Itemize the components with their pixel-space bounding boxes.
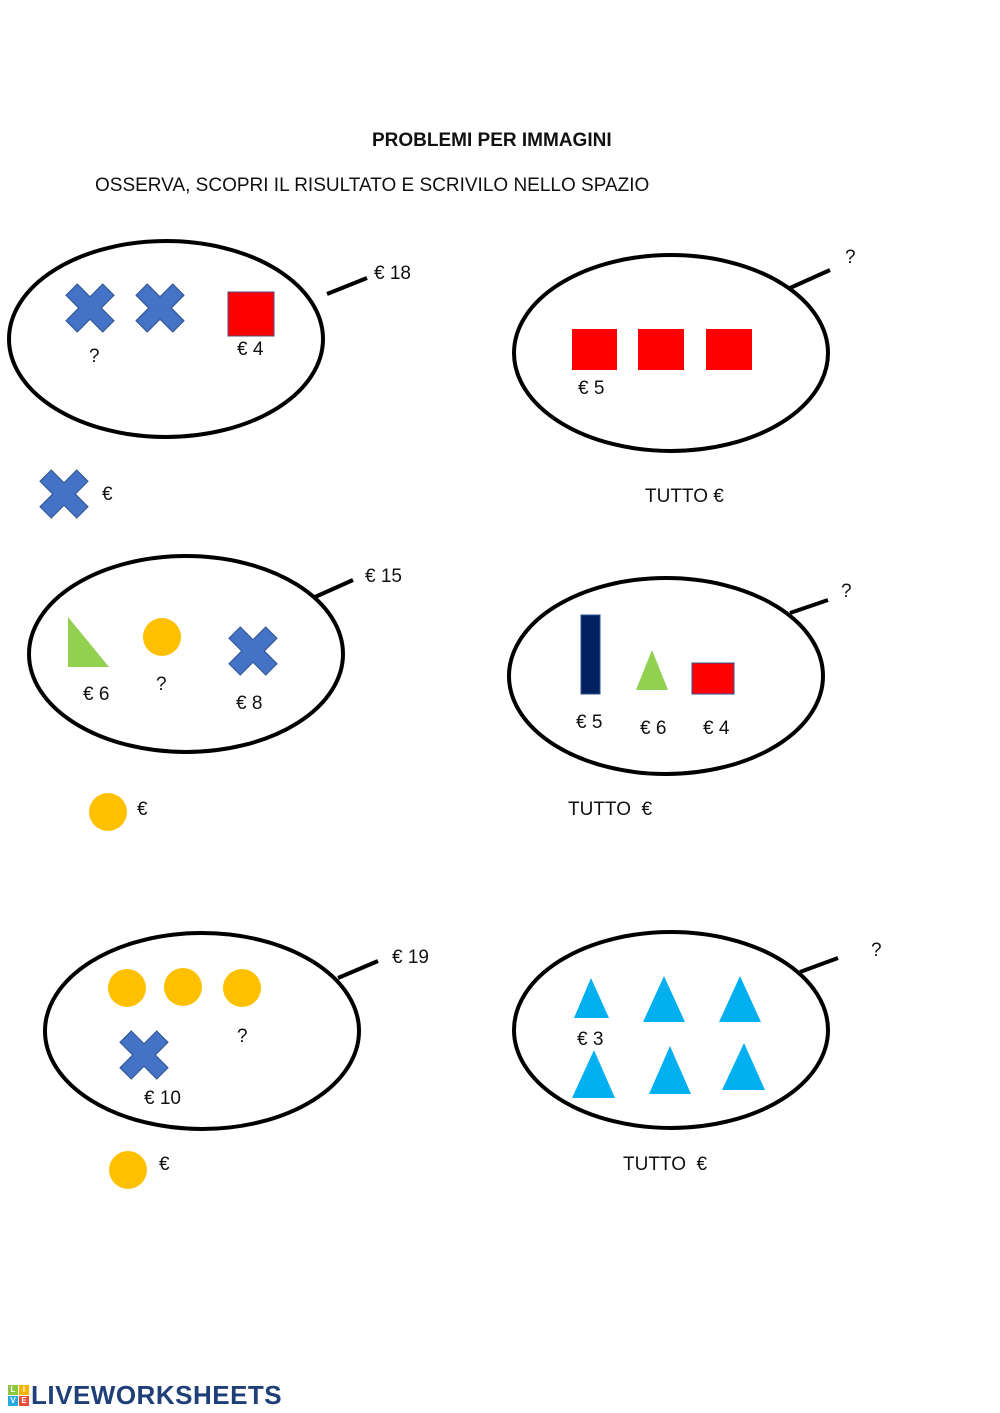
blue-triangle-icon [643,976,685,1022]
price-label: ? [237,1026,248,1047]
answer-input-1[interactable] [120,483,184,509]
price-label: € 3 [577,1029,604,1050]
blue-triangle-icon [722,1043,765,1090]
bubble-2 [512,253,830,453]
logo-text: LIVEWORKSHEETS [31,1380,283,1410]
total-label: ? [841,581,852,602]
instruction-text: OSSERVA, SCOPRI IL RISULTATO E SCRIVILO … [95,175,650,196]
cross-icon [26,456,102,532]
navy-bar-icon [580,614,601,695]
answer-input-4[interactable] [662,798,726,824]
price-label: € 8 [236,693,263,714]
bubble-6 [512,930,830,1130]
cross-icon [52,270,128,346]
cross-icon [106,1017,182,1093]
price-label: € 6 [640,718,667,739]
yellow-circle-icon [164,968,202,1006]
bubble-5 [43,931,361,1131]
price-label: € 6 [83,684,110,705]
green-triangle-icon [636,650,668,690]
price-label: ? [156,674,167,695]
total-label: € 19 [392,947,429,968]
yellow-circle-icon [143,618,181,656]
yellow-circle-icon [223,969,261,1007]
bubble-4 [507,576,825,776]
answer-input-3[interactable] [155,798,219,824]
red-rectangle-icon [691,662,735,695]
liveworksheets-logo: L I V E LIVEWORKSHEETS [8,1380,282,1411]
total-label: ? [871,940,882,961]
bubble-3 [27,554,345,754]
answer-label: € [159,1154,170,1175]
yellow-circle-icon [108,969,146,1007]
answer-label: TUTTO € [623,1154,708,1175]
cross-icon [122,270,198,346]
answer-input-6[interactable] [717,1153,781,1179]
blue-triangle-icon [649,1046,691,1094]
total-label: € 15 [365,566,402,587]
cross-icon [215,613,291,689]
price-label: € 5 [578,378,605,399]
answer-input-2[interactable] [735,485,799,511]
price-label: ? [89,346,100,367]
red-square-icon [572,329,617,370]
page-title: PROBLEMI PER IMMAGINI [372,130,612,151]
blue-triangle-icon [574,978,609,1018]
logo-blocks-icon: L I V E [8,1385,29,1406]
answer-label: € [102,484,113,505]
bubble-1 [7,239,325,439]
price-label: € 10 [144,1088,181,1109]
total-label: € 18 [374,263,411,284]
price-label: € 4 [237,339,264,360]
red-square-icon [227,291,275,337]
red-square-icon [706,329,752,370]
yellow-circle-icon [109,1151,147,1189]
green-triangle-icon [68,617,109,667]
price-label: € 5 [576,712,603,733]
blue-triangle-icon [719,976,761,1022]
yellow-circle-icon [89,793,127,831]
total-label: ? [845,247,856,268]
price-label: € 4 [703,718,730,739]
answer-label: € [137,799,148,820]
red-square-icon [638,329,684,370]
answer-label: TUTTO € [645,486,724,507]
answer-label: TUTTO € [568,799,653,820]
blue-triangle-icon [572,1050,615,1098]
answer-input-5[interactable] [177,1153,241,1179]
